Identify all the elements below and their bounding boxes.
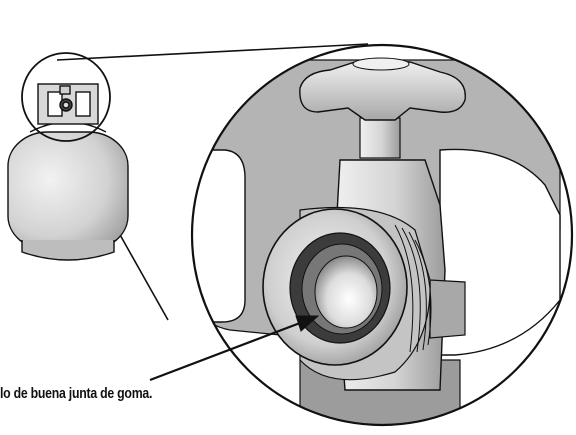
propane-tank-icon: [7, 83, 129, 261]
caption-text: lo de buena junta de goma.: [0, 385, 153, 402]
zoom-circle-outline: [190, 43, 574, 427]
arrow-icon: [149, 315, 320, 382]
magnifier-circle-icon: [21, 52, 111, 142]
valve-closeup-icon: [192, 45, 572, 425]
